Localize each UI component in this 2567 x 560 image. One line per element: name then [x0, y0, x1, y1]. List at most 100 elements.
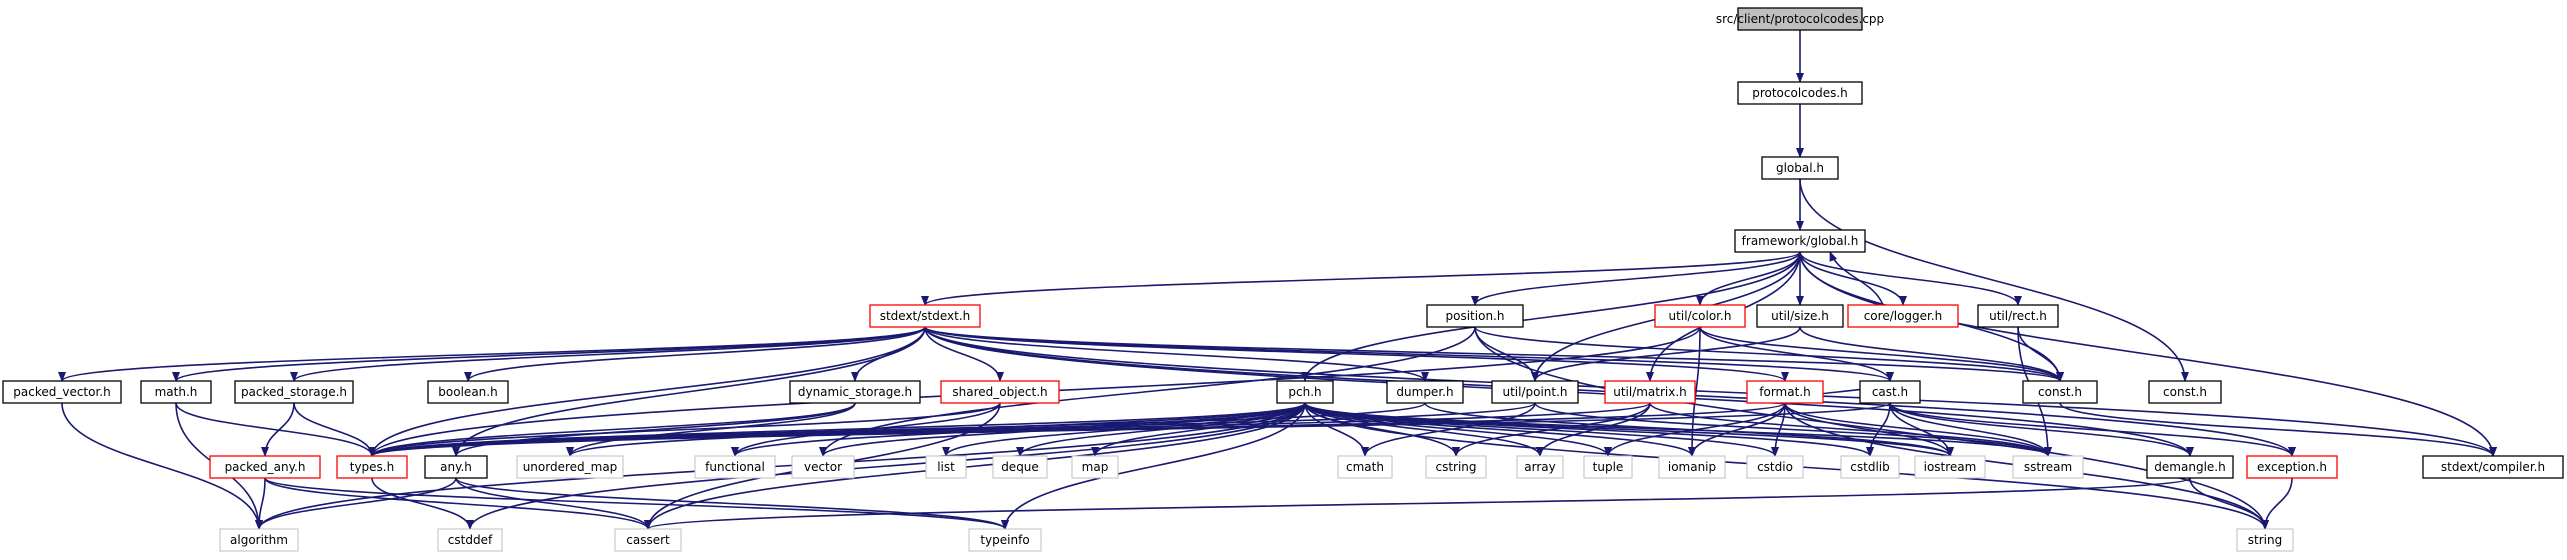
node-size[interactable]: util/size.h: [1756, 304, 1844, 328]
edge-color-to-iomanip: [1688, 326, 1701, 457]
edge-size-to-point: [1531, 326, 1801, 382]
node-functional[interactable]: functional: [694, 455, 776, 479]
node-cstdio[interactable]: cstdio: [1746, 455, 1804, 479]
node-iomanip[interactable]: iomanip: [1658, 455, 1726, 479]
node-box: [968, 528, 1042, 552]
node-cast[interactable]: cast.h: [1859, 380, 1921, 404]
node-string[interactable]: string: [2236, 528, 2294, 552]
node-box: [2022, 380, 2098, 404]
edge-stdext-to-math: [172, 326, 926, 382]
edge-cast-to-exception: [1889, 402, 2296, 457]
node-fwglobal[interactable]: framework/global.h: [1734, 229, 1866, 253]
node-unordered_map[interactable]: unordered_map: [516, 455, 624, 479]
node-matrix[interactable]: util/matrix.h: [1604, 380, 1696, 404]
edge-format-to-iostream: [1784, 402, 1954, 457]
edge-pch-to-map: [1091, 402, 1306, 457]
node-box: [1276, 380, 1334, 404]
node-cstddef[interactable]: cstddef: [437, 528, 503, 552]
edge-pch-to-tuple: [1304, 402, 1612, 457]
node-label: util/matrix.h: [1613, 385, 1687, 399]
node-algorithm[interactable]: algorithm: [219, 528, 299, 552]
node-box: [2422, 455, 2564, 479]
node-label: src/client/protocolcodes.cpp: [1716, 12, 1884, 26]
node-label: util/rect.h: [1989, 309, 2047, 323]
node-label: dynamic_storage.h: [798, 385, 912, 399]
node-iostream[interactable]: iostream: [1914, 455, 1986, 479]
node-cstring[interactable]: cstring: [1425, 455, 1487, 479]
node-label: unordered_map: [523, 460, 618, 474]
edge-stdext-to-format: [924, 326, 1789, 382]
node-const2[interactable]: const.h: [2148, 380, 2222, 404]
edge-point-to-cmath: [1361, 402, 1536, 457]
node-cmath[interactable]: cmath: [1337, 455, 1393, 479]
node-box: [1386, 380, 1464, 404]
node-label: util/color.h: [1669, 309, 1732, 323]
node-box: [940, 380, 1060, 404]
node-const1[interactable]: const.h: [2022, 380, 2098, 404]
node-label: protocolcodes.h: [1752, 86, 1848, 100]
edge-pch-to-cstdio: [1304, 402, 1779, 457]
node-cassert[interactable]: cassert: [614, 528, 682, 552]
node-packed_vector[interactable]: packed_vector.h: [2, 380, 122, 404]
node-label: format.h: [1759, 385, 1810, 399]
node-label: cast.h: [1872, 385, 1908, 399]
node-box: [1756, 304, 1844, 328]
node-shared_object[interactable]: shared_object.h: [940, 380, 1060, 404]
node-vector[interactable]: vector: [791, 455, 855, 479]
edge-format-to-tuple: [1604, 402, 1786, 457]
edge-cast-to-sstream: [1889, 402, 2052, 457]
node-exception[interactable]: exception.h: [2246, 455, 2338, 479]
node-color[interactable]: util/color.h: [1654, 304, 1746, 328]
node-label: global.h: [1776, 161, 1824, 175]
node-demangle[interactable]: demangle.h: [2146, 455, 2234, 479]
edge-packed_storage-to-types: [293, 402, 376, 457]
node-box: [2012, 455, 2084, 479]
node-box: [1516, 455, 1564, 479]
node-map[interactable]: map: [1071, 455, 1119, 479]
node-typeinfo[interactable]: typeinfo: [968, 528, 1042, 552]
node-label: cstddef: [448, 533, 493, 547]
node-box: [140, 380, 212, 404]
node-stdext[interactable]: stdext/stdext.h: [869, 304, 981, 328]
node-dynamic_storage[interactable]: dynamic_storage.h: [789, 380, 921, 404]
node-box: [427, 380, 509, 404]
edge-cast-to-cstdlib: [1866, 402, 1891, 457]
edge-const1-to-compiler: [2059, 402, 2497, 457]
node-label: position.h: [1446, 309, 1505, 323]
node-format[interactable]: format.h: [1746, 380, 1824, 404]
node-packed_any[interactable]: packed_any.h: [209, 455, 321, 479]
node-cstdlib[interactable]: cstdlib: [1840, 455, 1900, 479]
node-any[interactable]: any.h: [424, 455, 488, 479]
node-label: string: [2248, 533, 2282, 547]
node-tuple[interactable]: tuple: [1583, 455, 1633, 479]
node-packed_storage[interactable]: packed_storage.h: [234, 380, 354, 404]
edge-any-to-typeinfo: [455, 477, 1009, 530]
node-point[interactable]: util/point.h: [1491, 380, 1579, 404]
node-compiler[interactable]: stdext/compiler.h: [2422, 455, 2564, 479]
node-dumper[interactable]: dumper.h: [1386, 380, 1464, 404]
node-label: algorithm: [230, 533, 288, 547]
node-box: [516, 455, 624, 479]
node-root[interactable]: src/client/protocolcodes.cpp: [1716, 7, 1884, 31]
edge-fwglobal-to-logger: [1799, 251, 1907, 306]
edge-demangle-to-cassert: [644, 477, 2191, 530]
node-protocolcodes[interactable]: protocolcodes.h: [1737, 81, 1863, 105]
node-box: [1977, 304, 2059, 328]
node-pch[interactable]: pch.h: [1276, 380, 1334, 404]
node-deque[interactable]: deque: [992, 455, 1048, 479]
node-position[interactable]: position.h: [1426, 304, 1524, 328]
node-sstream[interactable]: sstream: [2012, 455, 2084, 479]
node-label: exception.h: [2257, 460, 2327, 474]
node-rect[interactable]: util/rect.h: [1977, 304, 2059, 328]
node-array[interactable]: array: [1516, 455, 1564, 479]
node-label: cstdio: [1757, 460, 1793, 474]
node-logger[interactable]: core/logger.h: [1847, 304, 1959, 328]
node-box: [2148, 380, 2222, 404]
node-label: packed_any.h: [225, 460, 306, 474]
node-list[interactable]: list: [925, 455, 967, 479]
node-global[interactable]: global.h: [1761, 156, 1839, 180]
edge-matrix-to-cstring: [1452, 402, 1651, 457]
node-types[interactable]: types.h: [336, 455, 408, 479]
node-math[interactable]: math.h: [140, 380, 212, 404]
node-boolean[interactable]: boolean.h: [427, 380, 509, 404]
